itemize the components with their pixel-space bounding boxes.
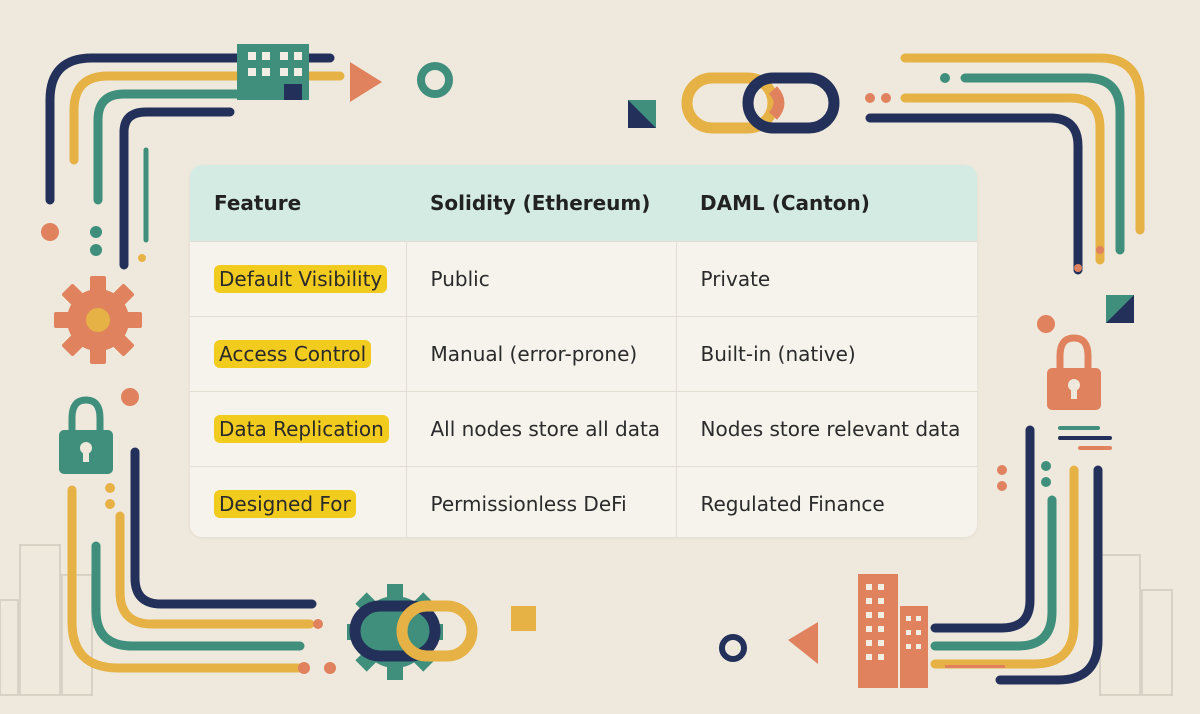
bottom-left-stripes bbox=[67, 447, 317, 673]
padlock-icon-right bbox=[1047, 334, 1101, 410]
solidity-cell: Permissionless DeFi bbox=[405, 466, 676, 537]
ring-icon bbox=[417, 62, 453, 98]
square-icon bbox=[628, 100, 656, 128]
faint-buildings-right bbox=[1099, 554, 1173, 696]
dot bbox=[90, 244, 102, 256]
dot bbox=[1037, 315, 1055, 333]
gear-icon bbox=[54, 276, 142, 364]
column-header-solidity: Solidity (Ethereum) bbox=[406, 165, 676, 242]
table-row: Default Visibility Public Private bbox=[190, 241, 977, 317]
triangle-icon bbox=[350, 62, 382, 102]
faint-buildings-left bbox=[0, 544, 93, 696]
column-header-feature: Feature bbox=[190, 165, 406, 242]
feature-label-highlight: Access Control bbox=[214, 340, 372, 368]
building-icon-top bbox=[237, 44, 309, 100]
dot bbox=[90, 226, 102, 238]
triangle-icon bbox=[788, 622, 818, 664]
feature-cell: Data Replication bbox=[190, 391, 406, 467]
chain-link-icon-top bbox=[681, 72, 840, 134]
dash-lines-right bbox=[1058, 426, 1112, 450]
daml-cell: Nodes store relevant data bbox=[675, 391, 977, 467]
dot bbox=[121, 388, 139, 406]
dots-top-right bbox=[865, 73, 1104, 272]
table-row: Designed For Permissionless DeFi Regulat… bbox=[190, 466, 977, 537]
building-icon-bottom bbox=[858, 574, 928, 688]
square-icon bbox=[1106, 295, 1134, 323]
padlock-icon-left bbox=[59, 396, 113, 474]
column-header-daml: DAML (Canton) bbox=[676, 165, 977, 242]
daml-cell: Private bbox=[675, 241, 977, 317]
feature-cell: Access Control bbox=[190, 316, 406, 392]
feature-label-highlight: Data Replication bbox=[214, 415, 389, 443]
daml-cell: Built-in (native) bbox=[675, 316, 977, 392]
feature-cell: Default Visibility bbox=[190, 241, 406, 317]
daml-cell: Regulated Finance bbox=[675, 466, 977, 537]
dots-bottom-left bbox=[105, 483, 336, 674]
feature-label-highlight: Default Visibility bbox=[214, 265, 388, 293]
solidity-cell: All nodes store all data bbox=[405, 391, 676, 467]
comparison-table: Feature Solidity (Ethereum) DAML (Canton… bbox=[190, 165, 977, 537]
bottom-right-stripes bbox=[930, 425, 1103, 685]
table-row: Access Control Manual (error-prone) Buil… bbox=[190, 316, 977, 392]
dot bbox=[138, 254, 146, 262]
comparison-table-grid: Feature Solidity (Ethereum) DAML (Canton… bbox=[190, 165, 977, 537]
top-right-stripes bbox=[865, 53, 1145, 275]
top-left-stripes bbox=[45, 53, 345, 270]
feature-label-highlight: Designed For bbox=[214, 490, 356, 518]
dots-bottom-right bbox=[945, 461, 1051, 668]
table-header-row: Feature Solidity (Ethereum) DAML (Canton… bbox=[190, 165, 977, 242]
solidity-cell: Public bbox=[405, 241, 676, 317]
gear-chain-icon bbox=[347, 584, 478, 680]
dot bbox=[41, 223, 59, 241]
ring-icon bbox=[719, 634, 747, 662]
solidity-cell: Manual (error-prone) bbox=[405, 316, 676, 392]
square-icon bbox=[511, 606, 536, 631]
feature-cell: Designed For bbox=[190, 466, 406, 537]
table-row: Data Replication All nodes store all dat… bbox=[190, 391, 977, 467]
